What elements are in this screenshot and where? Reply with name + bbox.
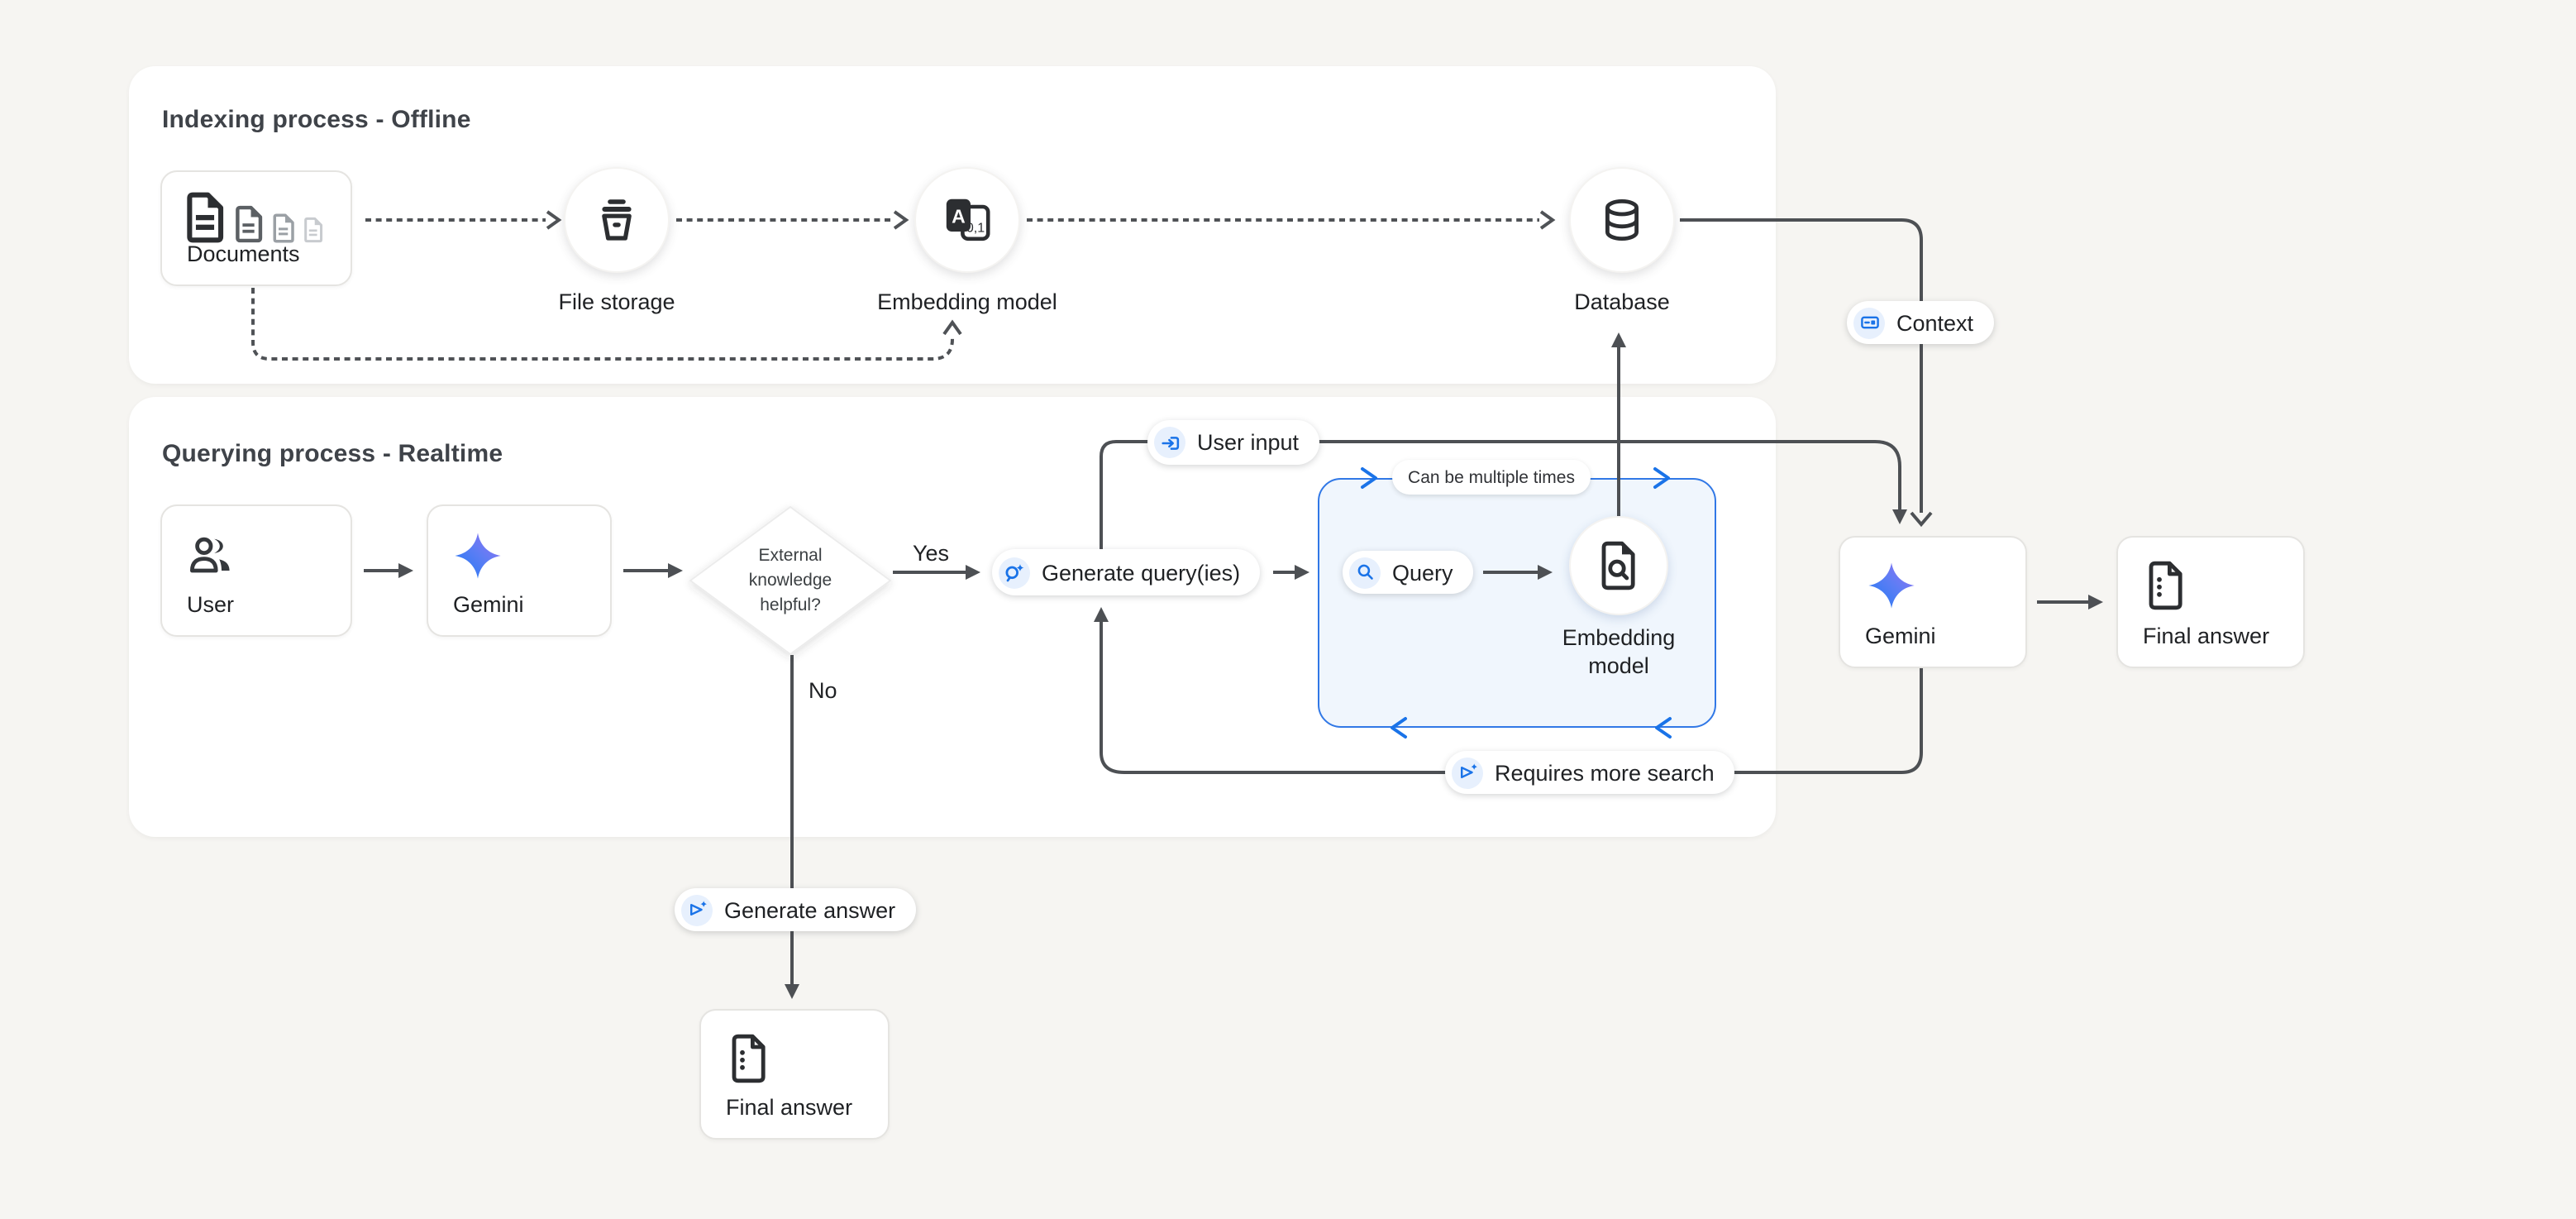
arrow-user-input-branch-to-gemini — [1100, 440, 1907, 549]
storage-bucket-icon — [602, 199, 632, 241]
user-group-icon — [190, 537, 230, 573]
context-tag-label: Context — [1896, 310, 1974, 335]
generate-answer-tag: Generate answer — [675, 888, 916, 931]
gemini-label: Gemini — [453, 592, 524, 617]
final-answer-output-label: Final answer — [2143, 624, 2270, 648]
querying-title: Querying process - Realtime — [162, 440, 503, 468]
send-spark-icon — [1452, 757, 1483, 788]
svg-text:0,1: 0,1 — [966, 221, 985, 235]
database-icon — [1605, 198, 1639, 241]
decision-diamond-shape — [689, 505, 892, 656]
arrow-user-to-gemini — [364, 563, 413, 578]
user-label: User — [187, 592, 235, 617]
loop-note: Can be multiple times — [1392, 460, 1591, 495]
arrow-documents-loop-to-embedding-model — [251, 288, 962, 361]
query-label: Query — [1392, 560, 1453, 585]
document-search-icon — [1601, 541, 1635, 590]
generate-answer-label: Generate answer — [724, 897, 896, 922]
file-storage-node — [564, 167, 670, 273]
arrow-decision-yes-to-generate-query — [893, 565, 980, 580]
context-tag: Context — [1847, 301, 1994, 344]
gemini-spark-icon — [1868, 562, 1915, 609]
text-to-numbers-icon: 0,1 A — [946, 198, 990, 241]
database-label: Database — [1574, 289, 1670, 314]
query-loop-direction-arrows — [1361, 467, 1672, 739]
final-answer-label: Final answer — [726, 1095, 853, 1120]
arrow-embedding-model-to-database — [1027, 210, 1556, 230]
arrow-gemini-to-final-answer — [2037, 595, 2103, 610]
final-answer-node: Final answer — [699, 1009, 890, 1140]
query-tag: Query — [1343, 551, 1473, 594]
line-decision-no-to-final-answer — [785, 655, 799, 999]
arrow-generate-query-to-loop — [1273, 565, 1309, 580]
database-node — [1569, 167, 1675, 273]
file-storage-label: File storage — [558, 289, 675, 314]
arrow-gemini-to-decision — [623, 563, 683, 578]
embedding-model-query-node — [1569, 516, 1668, 615]
arrow-file-storage-to-embedding-model — [676, 210, 909, 230]
arrow-embedding-model-to-database-solid — [1611, 332, 1626, 516]
gemini-output-node: Gemini — [1839, 536, 2027, 668]
embedding-model-query-label: Embedding model — [1562, 625, 1676, 678]
context-icon — [1853, 307, 1885, 338]
summary-document-icon — [732, 1034, 766, 1083]
gemini-spark-icon — [455, 533, 501, 579]
arrow-documents-to-file-storage — [365, 210, 562, 230]
input-arrow-icon — [1154, 427, 1185, 458]
requires-more-search-label: Requires more search — [1495, 760, 1715, 785]
embedding-model-label: Embedding model — [877, 289, 1057, 314]
user-node: User — [160, 504, 352, 637]
generate-query-tag: Generate query(ies) — [992, 549, 1261, 595]
documents-label: Documents — [187, 241, 300, 266]
yes-edge-label: Yes — [913, 541, 950, 566]
no-edge-label: No — [809, 678, 837, 703]
decision-diamond-text: External knowledge helpful? — [748, 546, 832, 615]
user-input-label: User input — [1197, 430, 1300, 455]
documents-node: Documents — [160, 170, 352, 286]
arrow-query-to-embedding-model — [1483, 565, 1553, 580]
loop-note-label: Can be multiple times — [1408, 467, 1575, 487]
svg-text:A: A — [952, 206, 966, 227]
user-input-tag: User input — [1147, 420, 1319, 465]
final-answer-output-node: Final answer — [2116, 536, 2305, 668]
gemini-output-label: Gemini — [1865, 624, 1936, 648]
summary-document-icon — [2149, 561, 2182, 610]
search-spark-icon — [999, 557, 1030, 588]
generate-query-label: Generate query(ies) — [1042, 560, 1241, 585]
embedding-model-node: 0,1 A — [914, 167, 1020, 273]
indexing-title: Indexing process - Offline — [162, 106, 471, 134]
search-icon — [1349, 557, 1381, 588]
requires-more-search-tag: Requires more search — [1445, 751, 1734, 794]
arrow-requires-more-search-loop — [1094, 607, 1923, 774]
send-spark-icon — [681, 894, 713, 925]
stacked-documents-icon — [184, 192, 324, 243]
arrow-database-to-context-to-gemini — [1680, 218, 1933, 528]
gemini-node: Gemini — [427, 504, 612, 637]
